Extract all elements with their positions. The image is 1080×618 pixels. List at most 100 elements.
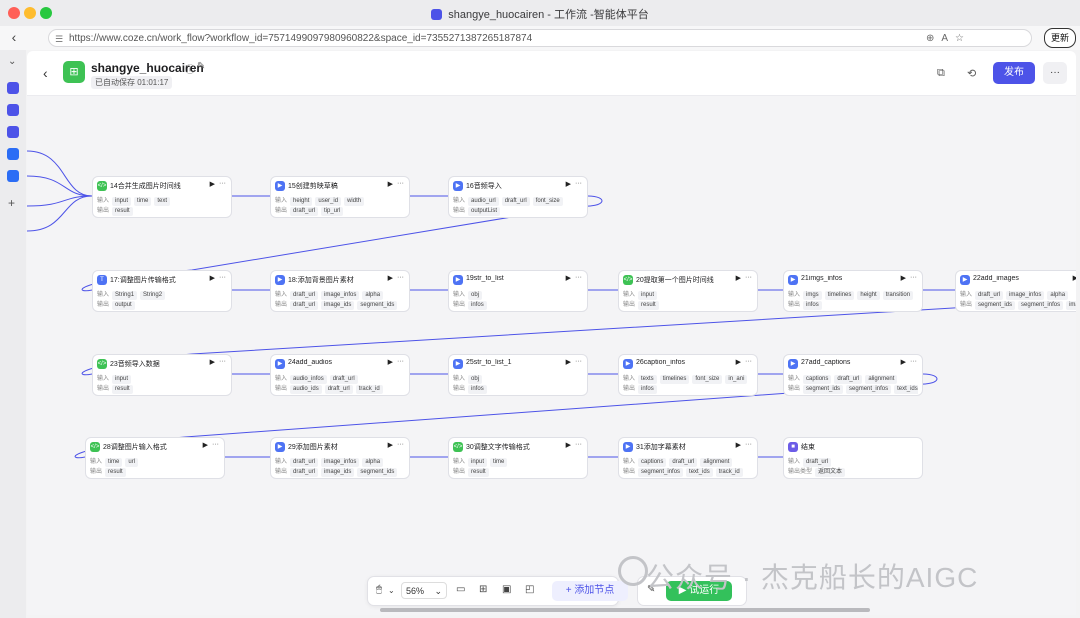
node-more-icon[interactable]: ··· — [910, 274, 917, 281]
more-button[interactable]: ··· — [1043, 62, 1067, 84]
run-node-icon[interactable]: ▶ — [387, 442, 393, 449]
info-icon[interactable]: ⓘ — [185, 65, 195, 76]
run-node-icon[interactable]: ▶ — [900, 275, 906, 282]
run-node-icon[interactable]: ▶ — [565, 442, 571, 449]
run-node-icon[interactable]: ▶ — [565, 359, 571, 366]
run-node-icon[interactable]: ▶ — [565, 181, 571, 188]
run-node-icon[interactable]: ▶ — [900, 359, 906, 366]
pointer-mode-dropdown-icon[interactable]: ⌄ — [388, 586, 395, 595]
run-node-icon[interactable]: ▶ — [387, 181, 393, 188]
publish-button[interactable]: 发布 — [993, 62, 1035, 84]
copy-icon[interactable]: ⧉ — [937, 67, 945, 79]
browser-back-icon[interactable]: ‹ — [11, 29, 17, 45]
node-more-icon[interactable]: ··· — [397, 180, 404, 187]
tab-coze-icon[interactable] — [7, 104, 19, 116]
node-more-icon[interactable]: ··· — [745, 358, 752, 365]
debug-icon[interactable]: ✎ — [647, 584, 656, 595]
node-more-icon[interactable]: ··· — [575, 358, 582, 365]
browser-update-button[interactable]: 更新 — [1043, 28, 1076, 48]
param-tag: draft_url — [290, 458, 319, 467]
run-node-icon[interactable]: ▶ — [387, 275, 393, 282]
node-title: 29添加图片素材 — [288, 444, 338, 451]
run-node-icon[interactable]: ▶ — [387, 359, 393, 366]
add-node-button[interactable]: + 添加节点 — [552, 581, 628, 601]
node-more-icon[interactable]: ··· — [219, 274, 226, 281]
close-window-button[interactable] — [8, 7, 20, 19]
run-node-icon[interactable]: ▶ — [202, 442, 208, 449]
row-label: 输出 — [90, 469, 103, 475]
run-node-icon[interactable]: ▶ — [209, 181, 215, 188]
history-icon[interactable]: ⟲ — [967, 68, 977, 80]
layout-icon[interactable]: ⊞ — [479, 584, 488, 595]
minimap-icon[interactable]: ▣ — [502, 584, 512, 595]
node-more-icon[interactable]: ··· — [910, 358, 917, 365]
node-title: 26caption_infos — [636, 359, 686, 366]
node-more-icon[interactable]: ··· — [745, 274, 752, 281]
node-more-icon[interactable]: ··· — [397, 441, 404, 448]
tab-coze-icon[interactable] — [7, 126, 19, 138]
run-node-icon[interactable]: ▶ — [735, 442, 741, 449]
node-more-icon[interactable]: ··· — [397, 274, 404, 281]
node-more-icon[interactable]: ··· — [575, 180, 582, 187]
plugin-icon: ▶ — [453, 275, 463, 285]
maximize-window-button[interactable] — [40, 7, 52, 19]
run-node-icon[interactable]: ▶ — [1072, 275, 1076, 282]
workflow-node[interactable]: ▶22add_images▶···输入draft_urlimage_infosa… — [955, 270, 1076, 312]
node-more-icon[interactable]: ··· — [219, 358, 226, 365]
back-icon[interactable]: ‹ — [43, 65, 48, 81]
run-node-icon[interactable]: ▶ — [209, 359, 215, 366]
param-tag: font_size — [692, 375, 723, 384]
node-more-icon[interactable]: ··· — [212, 441, 219, 448]
new-tab-icon[interactable]: + — [8, 196, 16, 210]
tab-strip-collapse-icon[interactable]: ⌄ — [8, 56, 17, 67]
node-more-icon[interactable]: ··· — [575, 441, 582, 448]
site-info-icon[interactable]: ☰ — [55, 34, 64, 44]
node-more-icon[interactable]: ··· — [219, 180, 226, 187]
node-more-icon[interactable]: ··· — [745, 441, 752, 448]
node-more-icon[interactable]: ··· — [397, 358, 404, 365]
tab-chart-icon[interactable] — [7, 148, 19, 160]
edit-icon[interactable]: ✎ — [197, 61, 206, 72]
horizontal-scrollbar[interactable] — [380, 608, 870, 612]
tab-chart-icon[interactable] — [7, 170, 19, 182]
param-tag: in_ani — [725, 375, 748, 384]
run-node-icon[interactable]: ▶ — [209, 275, 215, 282]
row-label: 输出 — [453, 208, 466, 214]
run-node-icon[interactable]: ▶ — [565, 275, 571, 282]
pointer-mode-icon[interactable]: 🖱 — [376, 584, 382, 595]
fit-view-icon[interactable]: ◰ — [525, 584, 535, 595]
comment-icon[interactable]: ▭ — [456, 584, 466, 595]
minimize-window-button[interactable] — [24, 7, 36, 19]
node-more-icon[interactable]: ··· — [575, 274, 582, 281]
address-bar[interactable]: ☰ https://www.coze.cn/work_flow?workflow… — [48, 29, 1032, 47]
zoom-select[interactable]: 56%⌄ — [401, 582, 447, 599]
run-node-icon[interactable]: ▶ — [735, 275, 741, 282]
tab-coze-icon[interactable] — [7, 82, 19, 94]
plugin-icon: ▶ — [275, 181, 285, 191]
run-node-icon[interactable]: ▶ — [735, 359, 741, 366]
test-run-button[interactable]: ▶ 试运行 — [666, 581, 732, 601]
address-bar-icons[interactable]: ⊕A☆ — [925, 33, 971, 44]
